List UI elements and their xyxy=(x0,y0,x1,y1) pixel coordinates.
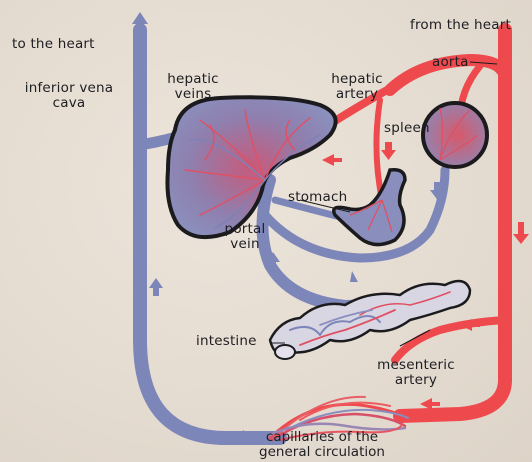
spleen-label: spleen xyxy=(384,121,430,136)
hepatic-artery-line2: artery xyxy=(325,87,389,102)
arrow-down-aorta xyxy=(513,222,529,244)
hepatic-veins-line1: hepatic xyxy=(158,72,228,87)
spleen xyxy=(423,103,487,167)
portal-vein-line2: vein xyxy=(213,237,277,252)
stomach-label: stomach xyxy=(288,190,347,205)
capillaries-label: capillaries of the general circulation xyxy=(222,430,422,460)
hepatic-artery-line1: hepatic xyxy=(325,72,389,87)
portal-vein-line1: portal xyxy=(213,222,277,237)
arrow-up-cava-low xyxy=(149,278,163,296)
capillaries-line2: general circulation xyxy=(222,445,422,460)
hepatic-veins-label: hepatic veins xyxy=(158,72,228,102)
from-heart-label: from the heart xyxy=(410,18,511,33)
arrow-left-hepatic xyxy=(322,154,342,166)
inferior-vena-cava-line2: cava xyxy=(10,96,128,111)
mesenteric-artery-label: mesenteric artery xyxy=(368,358,464,388)
capillaries-line1: capillaries of the xyxy=(222,430,422,445)
arrow-down-spleen-artery xyxy=(381,142,396,160)
hepatic-veins-line2: veins xyxy=(158,87,228,102)
stomach xyxy=(334,170,405,245)
inferior-vena-cava-line1: inferior vena xyxy=(10,81,128,96)
aorta-label: aorta xyxy=(432,55,469,70)
hepatic-artery-label: hepatic artery xyxy=(325,72,389,102)
arrow-up-left-intestine xyxy=(350,271,358,282)
portal-vein-label: portal vein xyxy=(213,222,277,252)
mesenteric-artery-line2: artery xyxy=(368,373,464,388)
to-heart-label: to the heart xyxy=(12,37,95,52)
inferior-vena-cava-label: inferior vena cava xyxy=(10,81,128,111)
liver xyxy=(167,97,335,237)
intestine-label: intestine xyxy=(196,334,257,349)
mesenteric-artery-line1: mesenteric xyxy=(368,358,464,373)
